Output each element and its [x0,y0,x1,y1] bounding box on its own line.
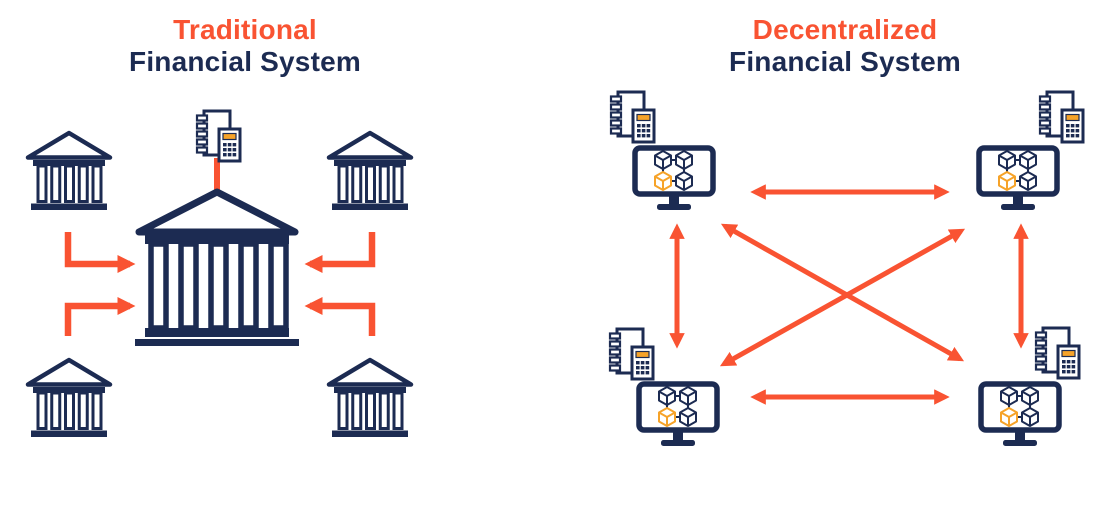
decentralized-diagram [608,90,1085,446]
ledger-calculator-icon-top-right [1038,90,1085,144]
traditional-diagram [28,109,411,437]
decentralized-panel-title: Decentralized Financial System [630,14,1060,79]
traditional-panel-title: Traditional Financial System [30,14,460,79]
bank-icon-top-right [329,133,411,210]
blockchain-computer-icon-bottom-left [639,384,717,446]
arrow-top-right-to-center [304,232,376,274]
arrow-bottom-right-to-center [304,296,376,336]
decentralized-title-accent: Decentralized [752,14,938,45]
traditional-title-rest: Financial System [129,46,361,78]
bank-icon-bottom-left [28,360,110,437]
ledger-calculator-icon-central [195,109,242,163]
ledger-to-bank-connector [214,158,220,192]
ledger-calculator-icon-bottom-right [1034,326,1081,380]
arrow-bottom-left-to-center [64,296,136,336]
blockchain-computer-icon-top-right [979,148,1057,210]
central-bank-icon [135,192,299,346]
arrow-diagonal-topleft-bottomright [720,223,965,362]
bank-icon-top-left [28,133,110,210]
arrow-diagonal-bottomleft-topright [719,228,966,367]
bank-icon-bottom-right [329,360,411,437]
blockchain-computer-icon-bottom-right [981,384,1059,446]
arrow-top-left-to-center [64,232,136,274]
ledger-calculator-icon-bottom-left [608,327,655,381]
traditional-title-accent: Traditional [173,14,317,45]
blockchain-computer-icon-top-left [635,148,713,210]
decentralized-title-rest: Financial System [729,46,961,78]
ledger-calculator-icon-top-left [609,90,656,144]
